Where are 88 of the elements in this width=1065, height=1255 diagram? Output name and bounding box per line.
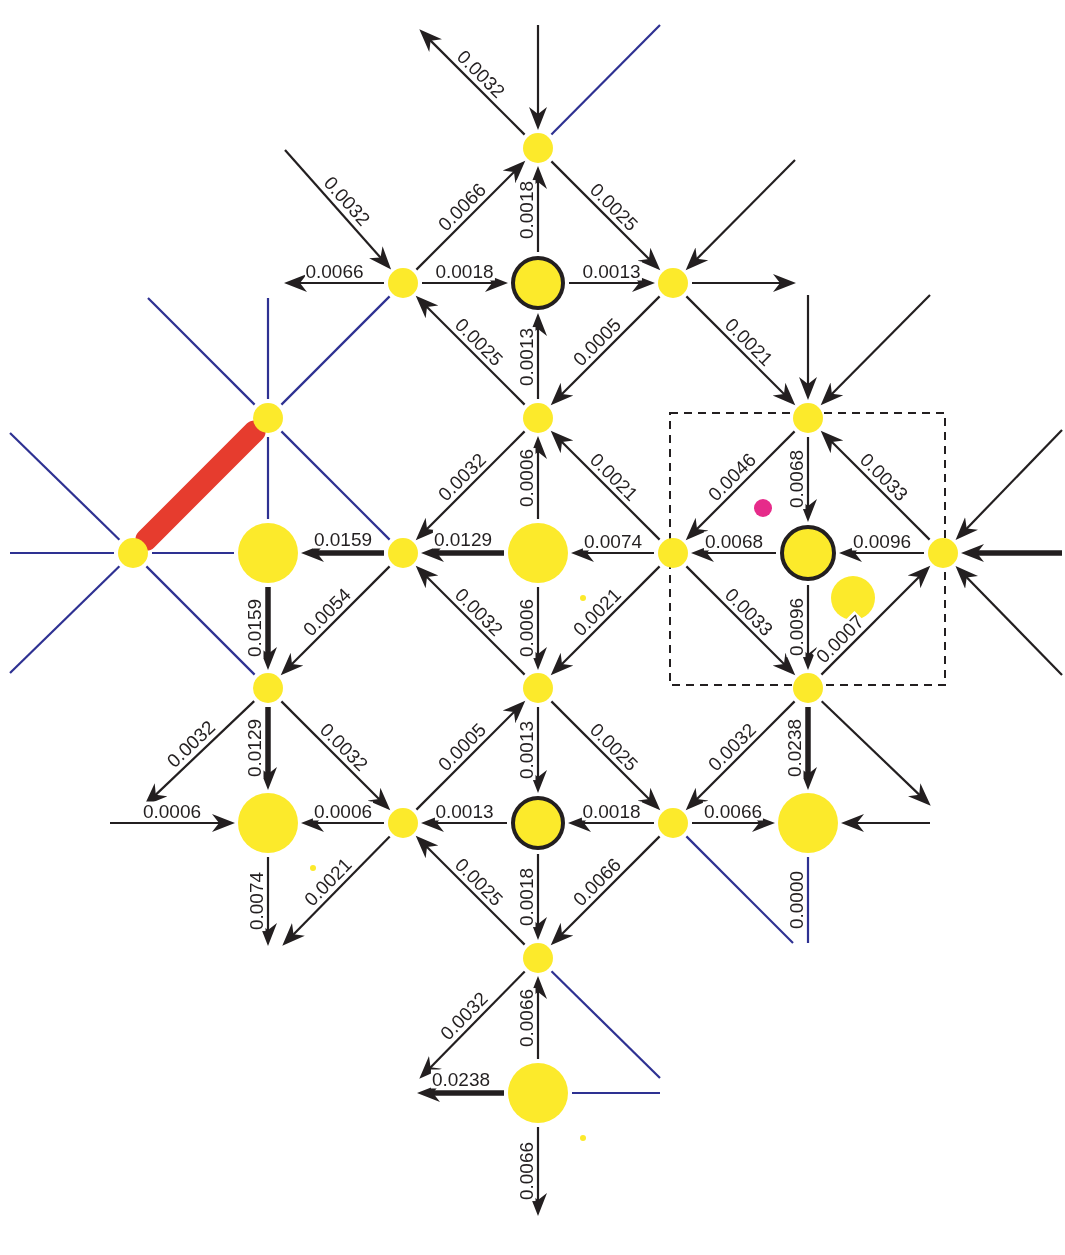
arrow <box>415 565 526 676</box>
junction-dot <box>523 133 553 163</box>
arrow <box>282 835 391 946</box>
junction-dot <box>793 673 823 703</box>
junction-dot <box>778 793 838 853</box>
junction-dot <box>793 403 823 433</box>
arrow <box>284 149 392 270</box>
ringed-junction-dot <box>780 525 836 581</box>
edge-label: 0.0018 <box>581 801 642 821</box>
arrow <box>820 294 931 406</box>
junction-dot <box>928 538 958 568</box>
arrow <box>955 565 1063 676</box>
connector-line <box>147 297 256 406</box>
arrow <box>110 814 235 832</box>
arrow <box>415 700 526 811</box>
connector-line <box>9 432 121 541</box>
edge-label: 0.0006 <box>312 801 374 821</box>
arrow <box>415 835 526 946</box>
arrow <box>284 274 384 292</box>
arrow <box>820 565 931 676</box>
arrow <box>550 565 661 676</box>
arrow <box>820 430 931 541</box>
connector-line <box>10 551 114 555</box>
edge-label: 0.0013 <box>516 719 536 780</box>
connector-line <box>135 420 266 551</box>
junction-dot <box>658 268 688 298</box>
arrow <box>955 429 1063 541</box>
connector-line <box>266 437 270 519</box>
edge-label: 0.0066 <box>702 801 764 821</box>
arrow <box>685 430 796 541</box>
edge-label: 0.0013 <box>581 261 642 281</box>
junction-dot <box>523 943 553 973</box>
connector-line <box>266 298 270 399</box>
connector-line <box>280 430 391 541</box>
arrow <box>550 700 661 811</box>
arrow <box>419 29 526 136</box>
connector-line <box>806 857 810 943</box>
edge-label: 0.0018 <box>516 179 536 240</box>
junction-dot <box>508 523 568 583</box>
junction-dot <box>253 403 283 433</box>
junction-dot <box>658 808 688 838</box>
arrow <box>685 295 796 406</box>
arrow <box>529 25 547 130</box>
arrow <box>550 835 661 946</box>
connector-line <box>9 565 121 674</box>
junction-dot <box>253 673 283 703</box>
arrow <box>799 295 817 400</box>
connector-line <box>572 1091 660 1095</box>
arrow <box>961 544 1062 562</box>
junction-dot <box>388 538 418 568</box>
marker-dot <box>754 499 772 517</box>
junction-dot <box>388 808 418 838</box>
connector-line <box>550 970 661 1079</box>
connector-line <box>280 295 391 406</box>
connector-line <box>550 24 661 136</box>
edge-label: 0.0006 <box>141 801 203 821</box>
connector-line <box>152 551 234 555</box>
edge-label: 0.0068 <box>703 531 765 551</box>
junction-dot <box>508 1063 568 1123</box>
arrow <box>685 159 796 271</box>
junction-dot <box>118 538 148 568</box>
junction-dot <box>523 403 553 433</box>
arrow <box>841 814 930 832</box>
arrow <box>415 430 526 541</box>
junction-dot <box>523 673 553 703</box>
ringed-junction-dot <box>511 256 565 310</box>
junction-dot <box>238 523 298 583</box>
arrow <box>550 295 661 406</box>
edge-label: 0.0238 <box>430 1069 492 1089</box>
junction-dot <box>388 268 418 298</box>
arrow <box>280 565 391 676</box>
arrow <box>550 430 661 541</box>
arrow <box>685 565 796 676</box>
arrow <box>685 700 796 811</box>
arrow <box>415 295 526 406</box>
arrow <box>692 274 796 292</box>
arrow <box>415 160 526 271</box>
arrow <box>419 970 526 1079</box>
connector-line <box>685 835 794 944</box>
junction-dot <box>238 793 298 853</box>
connector-line <box>145 565 256 676</box>
arrow <box>550 160 661 271</box>
junction-dot <box>658 538 688 568</box>
ringed-junction-dot <box>511 796 565 850</box>
edge-label: 0.0129 <box>432 529 494 549</box>
edge-label: 0.0096 <box>786 596 806 658</box>
arrow <box>280 700 391 811</box>
arrow <box>820 700 931 806</box>
